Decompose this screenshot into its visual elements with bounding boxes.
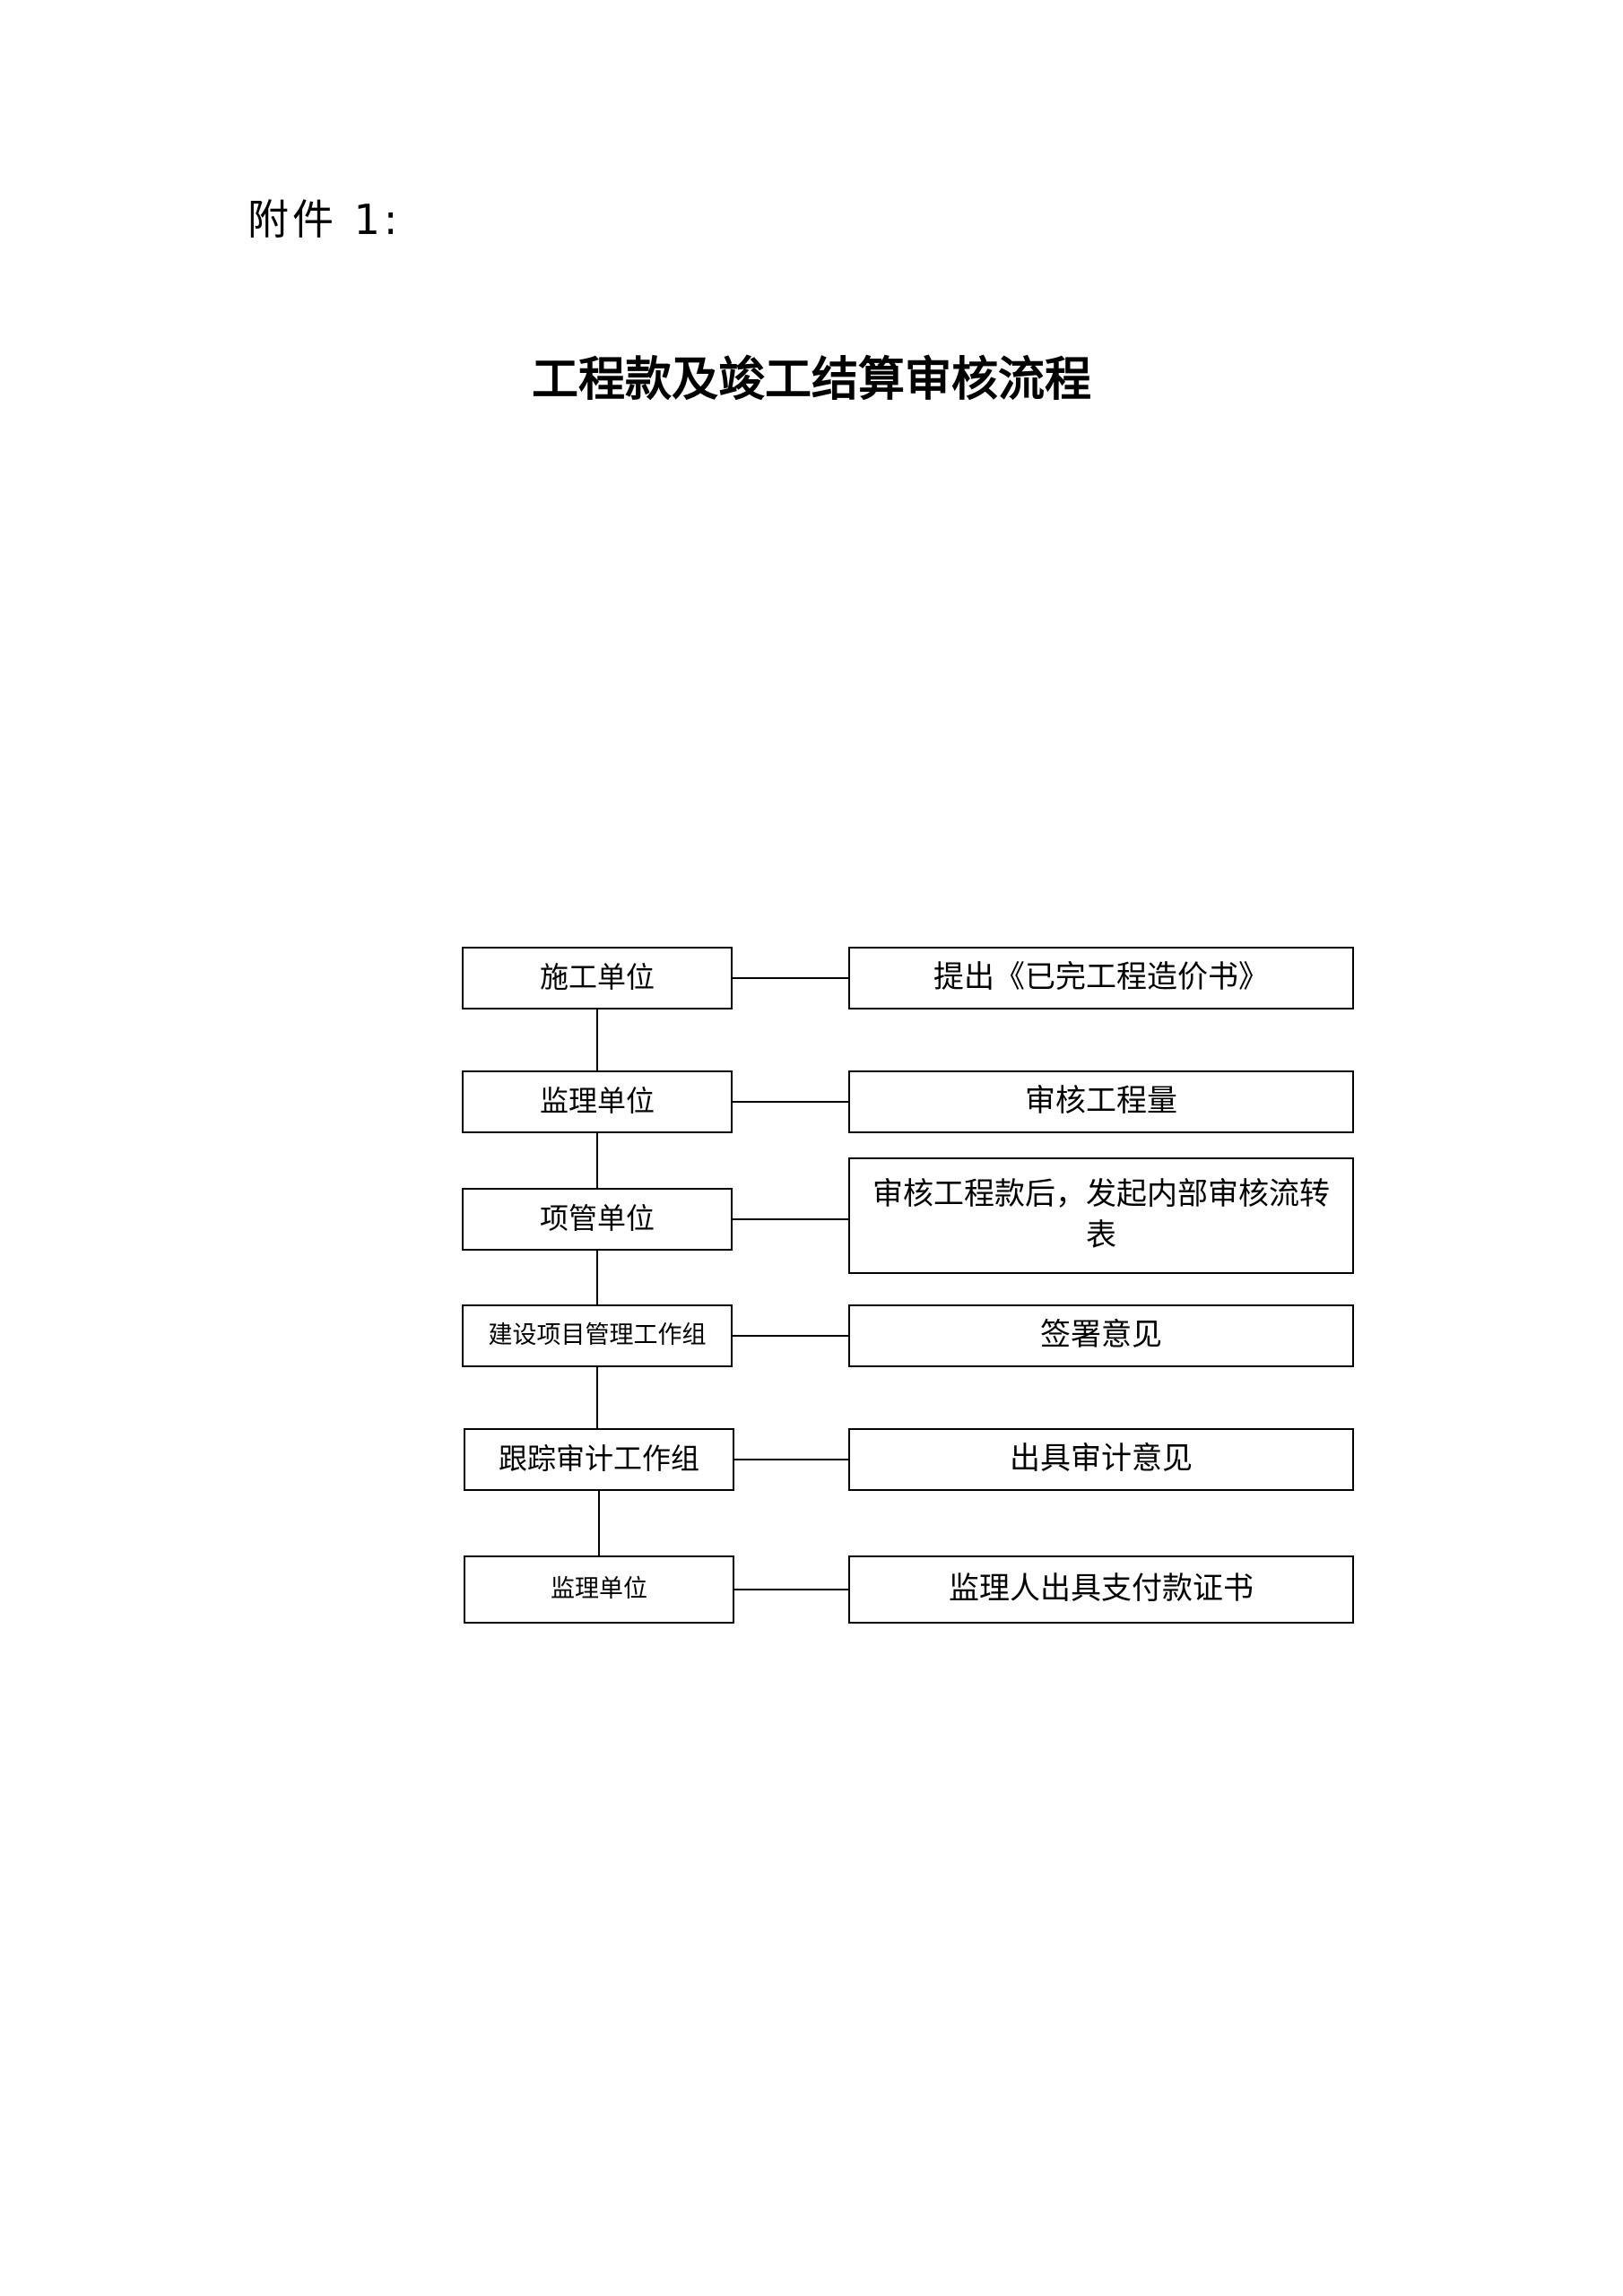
action-box-submit-cost-report: 提出《已完工程造价书》 bbox=[848, 947, 1354, 1009]
unit-box-supervision: 监理单位 bbox=[462, 1070, 733, 1133]
unit-box-construction-project-workgroup: 建设项目管理工作组 bbox=[462, 1304, 733, 1367]
action-box-review-quantities: 审核工程量 bbox=[848, 1070, 1354, 1133]
action-box-sign-opinion: 签署意见 bbox=[848, 1304, 1354, 1367]
action-box-issue-payment-certificate: 监理人出具支付款证书 bbox=[848, 1555, 1354, 1624]
page-title: 工程款及竣工结算审核流程 bbox=[531, 353, 1091, 407]
unit-box-tracking-audit-workgroup: 跟踪审计工作组 bbox=[464, 1428, 734, 1491]
action-box-issue-audit-opinion: 出具审计意见 bbox=[848, 1428, 1354, 1491]
attachment-label: 附件 1: bbox=[247, 195, 402, 244]
action-box-review-payment-and-circulate: 审核工程款后，发起内部审核流转表 bbox=[848, 1157, 1354, 1274]
unit-box-supervision-final: 监理单位 bbox=[464, 1555, 734, 1624]
unit-box-project-management: 项管单位 bbox=[462, 1188, 733, 1251]
unit-box-construction: 施工单位 bbox=[462, 947, 733, 1009]
